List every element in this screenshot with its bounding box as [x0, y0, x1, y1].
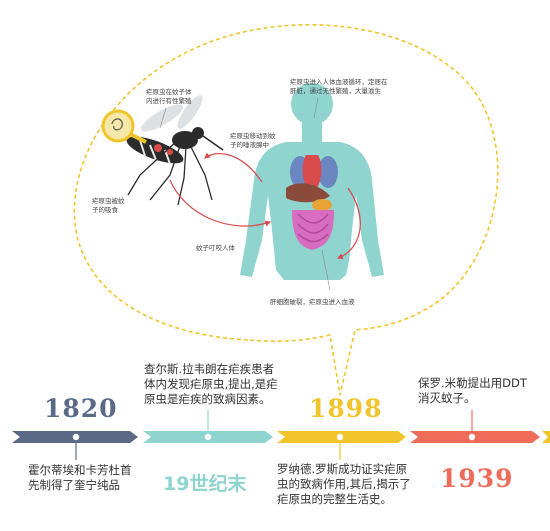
label-blood-liver: 疟原虫进入人体血液循环，定居在 肝脏，通过无性繁殖，大量滋生	[290, 78, 388, 95]
timeline-connectors	[71, 410, 477, 460]
arrow-label-human-blood	[313, 97, 319, 119]
timeline-segment-next	[542, 431, 550, 443]
arrow-label-mosquito-stomach	[159, 107, 167, 129]
lifecycle-arrows	[159, 97, 361, 291]
year-1898: 1898	[309, 394, 383, 423]
event-19c-desc: 查尔斯.拉韦朗在疟疾患者 体内发现疟原虫,提出,是疟 原虫是疟疾的致病因素。	[144, 362, 278, 407]
arrow-blood-to-mosquito	[204, 152, 263, 183]
label-mosquito-stomach: 疟原虫在蚊子体 内进行有性繁殖	[146, 88, 192, 105]
label-mosquito-gland: 疟原虫移动到蚊 子的唾液腺中	[230, 132, 276, 149]
event-1898-desc: 罗纳德.罗斯成功证实疟原 虫的致病作用,其后,揭示了 疟原虫的完整生活史。	[277, 462, 411, 507]
label-mosquito-bite: 疟原虫被蚊 子的吸食	[92, 197, 125, 214]
dashed-thought-bubble	[73, 24, 499, 396]
event-1820-desc: 霍尔蒂埃和卡芳杜首 先制得了奎宁纯品	[28, 463, 132, 493]
label-bite-human: 蚊子叮咬人体	[196, 244, 235, 252]
internal-organs	[286, 155, 338, 250]
event-1939-desc: 保罗.米勒提出用DDT 消灭蚊子。	[418, 376, 527, 406]
mosquito	[126, 95, 224, 206]
label-liver-rupture: 肝细胞破裂，疟原虫进入血液	[270, 298, 355, 306]
arrow-liver-to-blood	[336, 187, 361, 260]
arrow-label-liver	[321, 249, 331, 291]
year-1939: 1939	[440, 464, 514, 493]
century-label: 19世纪末	[163, 473, 247, 495]
year-1820: 1820	[44, 394, 118, 423]
magnifier-icon	[101, 109, 147, 144]
arrow-bite-to-human	[169, 179, 272, 227]
